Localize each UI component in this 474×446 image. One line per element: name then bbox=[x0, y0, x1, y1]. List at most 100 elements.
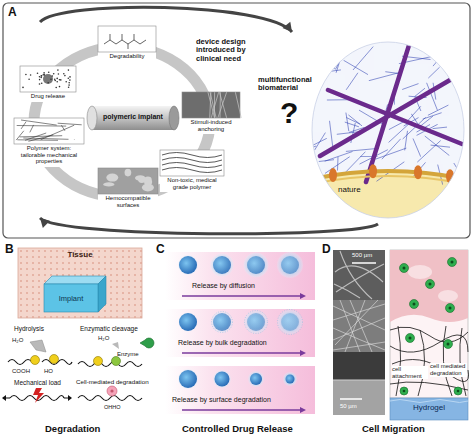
node-text: Drug release bbox=[20, 93, 76, 100]
drug-particles bbox=[278, 310, 303, 335]
drawing-part bbox=[320, 42, 462, 182]
drawing-part bbox=[208, 92, 215, 118]
drawing-part bbox=[459, 53, 465, 70]
drawing-part bbox=[423, 113, 442, 119]
degradation-sketch bbox=[2, 338, 154, 403]
drawing-part bbox=[336, 47, 344, 73]
drawing-part bbox=[162, 153, 222, 158]
drawing-part bbox=[296, 138, 327, 153]
panel-title: Degradation bbox=[45, 424, 100, 434]
panel-letter: D bbox=[322, 243, 331, 256]
drawing-part bbox=[57, 69, 59, 71]
drug-particles bbox=[213, 256, 231, 274]
degradation-sketch bbox=[110, 389, 113, 392]
drawing-part bbox=[125, 169, 132, 177]
annotation-label: 500 µm bbox=[352, 252, 372, 259]
cell-migration-sketch bbox=[403, 267, 406, 270]
degradation-sketch bbox=[94, 357, 103, 366]
drawing-part bbox=[431, 145, 450, 147]
drawing-part bbox=[346, 113, 349, 132]
time-arrows bbox=[300, 407, 306, 413]
drawing-part bbox=[390, 400, 468, 403]
degradation-sketch bbox=[68, 395, 72, 401]
cell-migration-sketch bbox=[413, 303, 416, 306]
drawing-part bbox=[68, 82, 70, 84]
drug-particles bbox=[281, 313, 299, 331]
drug-particles bbox=[213, 370, 231, 388]
cell-migration-sketch bbox=[451, 261, 454, 264]
drawing-part bbox=[63, 73, 65, 75]
drawing-part bbox=[182, 92, 240, 118]
drawing-part bbox=[69, 79, 71, 81]
drawing-part bbox=[98, 26, 156, 52]
feature-thumbnail: Drug release bbox=[20, 66, 76, 102]
degradation-sketch bbox=[33, 388, 44, 403]
drawing-part bbox=[68, 84, 70, 86]
drug-particles bbox=[178, 255, 198, 275]
sem-images bbox=[333, 300, 385, 352]
node-text: Implant bbox=[44, 295, 98, 303]
feature-thumbnail: Stimuli-induced anchoring bbox=[182, 92, 240, 134]
drawing-part bbox=[414, 165, 422, 179]
drug-particles bbox=[283, 372, 297, 386]
sem-images bbox=[333, 250, 385, 415]
cell-migration-sketch bbox=[406, 334, 415, 343]
drawing-part bbox=[329, 168, 337, 182]
drawing-part bbox=[64, 75, 66, 77]
arrow-head bbox=[40, 218, 50, 228]
drawing-part bbox=[17, 125, 66, 127]
panel-letter: C bbox=[156, 243, 165, 256]
drawing-part bbox=[74, 139, 75, 140]
drawing-part bbox=[28, 79, 30, 81]
drug-particles bbox=[212, 312, 233, 333]
annotation-label: H₂O bbox=[12, 337, 23, 344]
drawing-part bbox=[17, 139, 58, 141]
sem-images bbox=[333, 352, 385, 380]
cycle-arrow bbox=[40, 7, 292, 32]
panel-letter: B bbox=[5, 243, 14, 256]
time-arrows bbox=[300, 350, 306, 356]
annotation-label: Mechanical load bbox=[14, 379, 61, 386]
drawing-part bbox=[162, 163, 222, 168]
arrow-head bbox=[282, 22, 292, 32]
drawing-part bbox=[56, 81, 58, 83]
drawing-part bbox=[14, 118, 84, 144]
drawing-part bbox=[68, 77, 70, 79]
matrix-illustration bbox=[258, 32, 474, 232]
drawing-part bbox=[182, 92, 240, 118]
drawing-part bbox=[41, 75, 43, 77]
node-text: Stimuli-induced anchoring bbox=[182, 119, 240, 132]
release-bands bbox=[165, 309, 315, 357]
drawing-part bbox=[54, 79, 56, 81]
degradation-sketch bbox=[78, 396, 142, 401]
drug-particles bbox=[211, 254, 234, 277]
drug-particles bbox=[179, 313, 197, 331]
drawing-part bbox=[344, 60, 368, 74]
tissue-fill bbox=[18, 248, 142, 318]
annotation-label: COOH bbox=[12, 368, 30, 375]
drawing-part bbox=[44, 276, 106, 284]
feature-thumbnail: Hemocompatible surfaces bbox=[98, 168, 158, 210]
degradation-sketch bbox=[50, 355, 59, 364]
drawing-part bbox=[47, 82, 49, 84]
feature-thumbnail: Non-toxic, medical grade polymer bbox=[160, 150, 224, 192]
drawing-part bbox=[87, 106, 97, 130]
drawing-part bbox=[316, 45, 328, 73]
cell-migration-sketch bbox=[410, 300, 419, 309]
time-arrows bbox=[300, 293, 306, 299]
drawing-part bbox=[104, 34, 146, 49]
drawing-part bbox=[417, 141, 440, 163]
drawing-part bbox=[20, 136, 63, 137]
implant-box: Implant bbox=[44, 276, 106, 312]
node-text: Tissue bbox=[18, 251, 142, 260]
cell-migration-sketch bbox=[390, 326, 469, 396]
drug-particles bbox=[213, 313, 231, 331]
time-arrows bbox=[182, 409, 300, 411]
drawing-part bbox=[30, 125, 34, 132]
drawing-part bbox=[53, 73, 55, 75]
annotation-label: OHHO bbox=[104, 404, 121, 410]
node-text: polymeric implant bbox=[86, 113, 180, 121]
drawing-part bbox=[103, 182, 114, 186]
hydrogel-layer: Hydrogel bbox=[390, 398, 468, 420]
drawing-part bbox=[169, 106, 179, 130]
